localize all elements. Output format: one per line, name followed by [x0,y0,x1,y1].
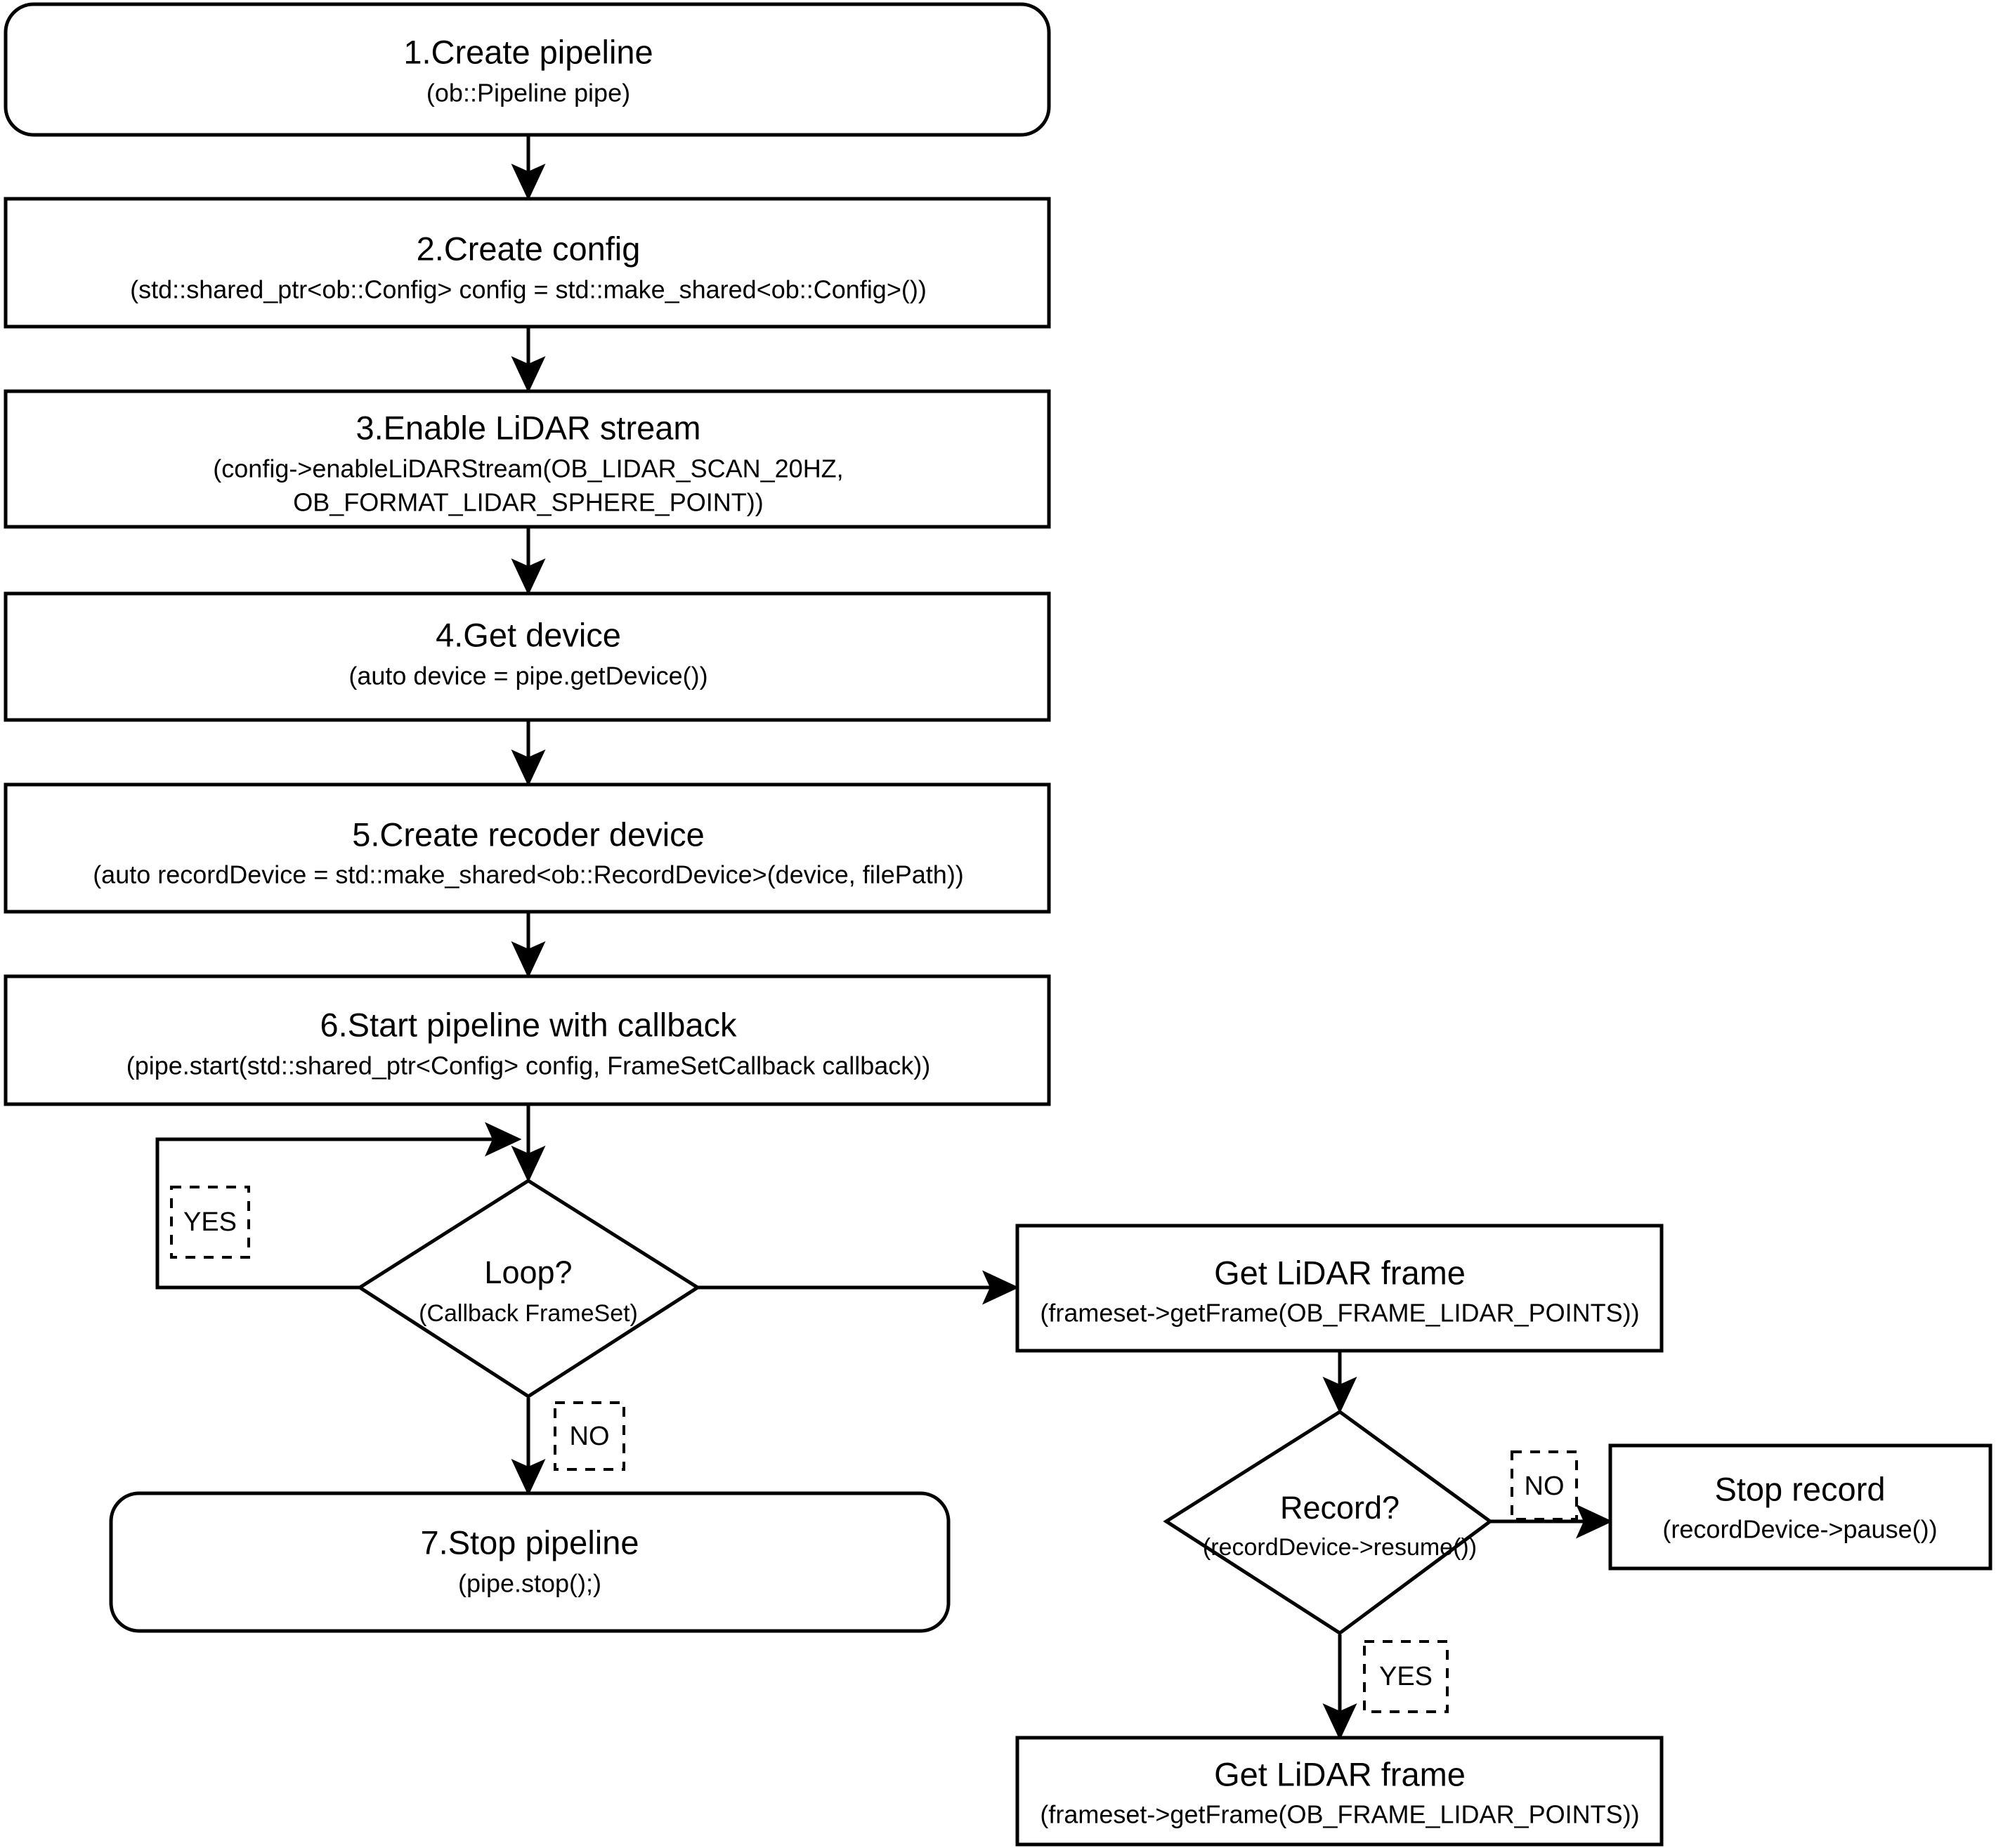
edge-label-record-yes-text: YES [1379,1662,1433,1691]
node-create-config-title: 2.Create config [417,230,641,267]
edge-label-record-no-text: NO [1525,1472,1565,1501]
edge-label-record-yes: YES [1363,1640,1449,1713]
node-enable-lidar-stream-title: 3.Enable LiDAR stream [356,409,700,446]
edge-label-loop-no-text: NO [570,1422,610,1451]
node-start-pipeline-title: 6.Start pipeline with callback [320,1006,737,1043]
node-get-device-sub: (auto device = pipe.getDevice()) [348,662,707,690]
node-get-lidar-frame-bottom-sub: (frameset->getFrame(OB_FRAME_LIDAR_POINT… [1040,1800,1639,1829]
node-create-recorder-device-sub: (auto recordDevice = std::make_shared<ob… [93,860,964,889]
node-get-lidar-frame-top-sub: (frameset->getFrame(OB_FRAME_LIDAR_POINT… [1040,1299,1639,1328]
node-create-pipeline[interactable]: 1.Create pipeline (ob::Pipeline pipe) [4,2,1051,137]
node-enable-lidar-stream-sub2: OB_FORMAT_LIDAR_SPHERE_POINT)) [293,488,763,517]
node-create-pipeline-title: 1.Create pipeline [403,33,653,70]
node-stop-record[interactable]: Stop record (recordDevice->pause()) [1608,1443,1992,1571]
edge-label-record-no: NO [1511,1450,1578,1521]
edge-label-loop-yes: YES [170,1186,250,1259]
edge-loop-yes-feedback [155,1122,522,1290]
edge-label-loop-yes-text: YES [183,1207,237,1237]
node-stop-pipeline-title: 7.Stop pipeline [421,1523,639,1561]
node-start-pipeline-with-callback[interactable]: 6.Start pipeline with callback (pipe.sta… [4,974,1051,1106]
node-get-lidar-frame-top-title: Get LiDAR frame [1214,1254,1466,1291]
node-get-lidar-frame-bottom[interactable]: Get LiDAR frame (frameset->getFrame(OB_F… [1015,1736,1664,1847]
node-record-decision-title: Record? [1280,1490,1400,1526]
node-loop-decision[interactable]: Loop? (Callback FrameSet) [356,1179,701,1398]
node-stop-record-sub: (recordDevice->pause()) [1662,1515,1937,1544]
edge-label-loop-no: NO [554,1401,625,1471]
node-create-recorder-device-title: 5.Create recoder device [352,815,705,853]
node-stop-pipeline[interactable]: 7.Stop pipeline (pipe.stop();) [109,1491,951,1633]
node-get-device[interactable]: 4.Get device (auto device = pipe.getDevi… [4,591,1051,722]
node-enable-lidar-stream-sub1: (config->enableLiDARStream(OB_LIDAR_SCAN… [213,454,843,483]
node-enable-lidar-stream[interactable]: 3.Enable LiDAR stream (config->enableLiD… [4,389,1051,529]
node-stop-pipeline-sub: (pipe.stop();) [458,1569,601,1598]
node-record-decision-sub: (recordDevice->resume()) [1203,1534,1477,1561]
node-get-lidar-frame-top[interactable]: Get LiDAR frame (frameset->getFrame(OB_F… [1015,1224,1664,1353]
node-get-lidar-frame-bottom-title: Get LiDAR frame [1214,1755,1466,1793]
node-create-recorder-device[interactable]: 5.Create recoder device (auto recordDevi… [4,782,1051,914]
node-get-device-title: 4.Get device [436,616,621,653]
node-record-decision[interactable]: Record? (recordDevice->resume()) [1163,1409,1494,1636]
node-stop-record-title: Stop record [1715,1470,1886,1507]
node-loop-decision-sub: (Callback FrameSet) [419,1300,638,1327]
edges [155,136,1613,1741]
node-create-config-sub: (std::shared_ptr<ob::Config> config = st… [130,275,927,304]
node-start-pipeline-sub: (pipe.start(std::shared_ptr<Config> conf… [126,1051,931,1080]
node-create-pipeline-sub: (ob::Pipeline pipe) [426,79,630,107]
node-create-config[interactable]: 2.Create config (std::shared_ptr<ob::Con… [4,197,1051,329]
node-loop-decision-title: Loop? [484,1254,572,1290]
